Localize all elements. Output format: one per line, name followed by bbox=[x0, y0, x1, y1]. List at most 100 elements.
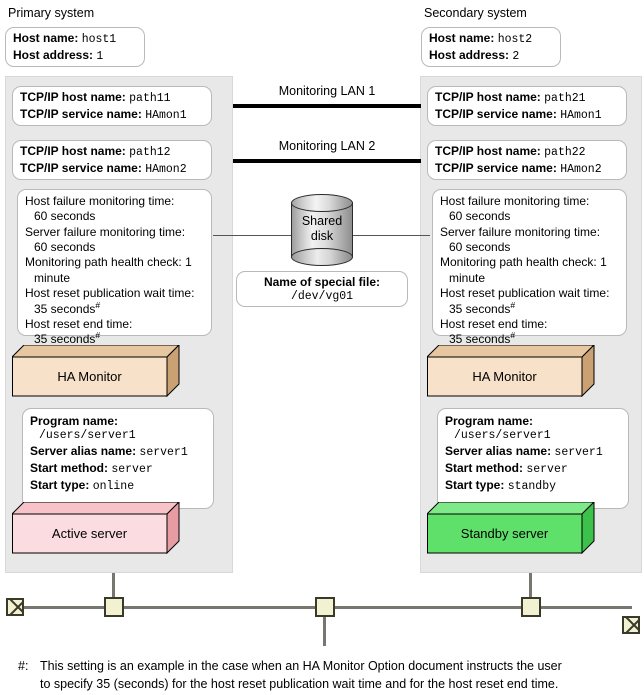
shared-disk-bottom bbox=[291, 248, 353, 266]
primary-monitor-line-4: 60 seconds bbox=[34, 240, 96, 255]
primary-server-block: Active server bbox=[12, 502, 180, 554]
primary-path2-box: TCP/IP host name: path12 TCP/IP service … bbox=[12, 140, 212, 180]
secondary-path2-service-value: HAmon2 bbox=[560, 162, 602, 176]
bus-tap-primary-icon bbox=[104, 597, 124, 617]
primary-path2-host-label: TCP/IP host name: bbox=[20, 144, 126, 158]
primary-alias-label: Server alias name: bbox=[30, 444, 137, 459]
secondary-monitor-line-8: 35 seconds bbox=[449, 301, 511, 316]
special-file-box: Name of special file: /dev/vg01 bbox=[236, 271, 408, 307]
secondary-ha-monitor-label: HA Monitor bbox=[472, 369, 537, 384]
monitoring-lan1-bar bbox=[233, 104, 421, 108]
secondary-start-method-value: server bbox=[526, 462, 568, 476]
primary-ha-monitor-3d-shape bbox=[12, 345, 180, 397]
primary-path2-service-value: HAmon2 bbox=[145, 162, 187, 176]
footnote-line-1: This setting is an example in the case w… bbox=[40, 659, 562, 673]
secondary-monitor-settings-box: Host failure monitoring time: 60 seconds… bbox=[432, 189, 627, 346]
secondary-monitor-line-1: Host failure monitoring time: bbox=[440, 194, 590, 208]
shared-disk-top bbox=[291, 194, 353, 212]
monitoring-lan2-label: Monitoring LAN 2 bbox=[278, 139, 376, 153]
special-file-value: /dev/vg01 bbox=[290, 290, 354, 304]
primary-monitor-line-2: 60 seconds bbox=[34, 209, 96, 224]
bus-tap-center-icon bbox=[315, 597, 335, 617]
secondary-path2-box: TCP/IP host name: path22 TCP/IP service … bbox=[427, 140, 627, 180]
shared-disk-line1: Shared bbox=[301, 214, 343, 228]
special-file-label: Name of special file: bbox=[263, 275, 381, 289]
secondary-host-address-value: 2 bbox=[512, 49, 520, 63]
primary-monitor-line-10: 35 seconds bbox=[34, 332, 96, 347]
primary-path1-host-label: TCP/IP host name: bbox=[20, 90, 126, 104]
primary-monitor-line-8: 35 seconds bbox=[34, 301, 96, 316]
secondary-host-info-box: Host name: host2 Host address: 2 bbox=[421, 27, 561, 67]
secondary-disk-connection-line bbox=[342, 235, 430, 236]
secondary-program-name-label: Program name: bbox=[445, 414, 534, 428]
primary-bus-drop-line bbox=[112, 573, 115, 608]
primary-start-type-label: Start type: bbox=[30, 477, 90, 492]
primary-monitor-line-7: Host reset publication wait time: bbox=[25, 286, 195, 301]
monitoring-lan1-label: Monitoring LAN 1 bbox=[278, 84, 376, 98]
secondary-monitor-line-10: 35 seconds bbox=[449, 332, 511, 347]
primary-program-name-label: Program name: bbox=[30, 414, 119, 428]
secondary-start-type-label: Start type: bbox=[445, 477, 505, 492]
secondary-host-name-value: host2 bbox=[497, 33, 533, 46]
primary-system-title: Primary system bbox=[8, 6, 95, 20]
secondary-bus-drop-line bbox=[529, 573, 532, 608]
footnote-marker-icon: # bbox=[510, 330, 516, 341]
secondary-start-type-value: standby bbox=[507, 479, 556, 493]
shared-disk-text: Shared disk bbox=[291, 214, 353, 244]
secondary-server-label: Standby server bbox=[460, 526, 549, 541]
footnote-marker-icon: # bbox=[95, 299, 101, 310]
monitoring-lan2-bar bbox=[233, 159, 421, 163]
shared-disk-cylinder: Shared disk bbox=[291, 194, 353, 266]
primary-host-name-label: Host name: bbox=[13, 31, 79, 45]
primary-path1-box: TCP/IP host name: path11 TCP/IP service … bbox=[12, 86, 212, 126]
secondary-path2-service-label: TCP/IP service name: bbox=[435, 160, 557, 175]
primary-monitor-line-6: minute bbox=[34, 270, 71, 285]
secondary-host-name-label: Host name: bbox=[429, 31, 495, 45]
shared-disk-line2: disk bbox=[310, 229, 334, 243]
primary-monitor-line-9: Host reset end time: bbox=[25, 316, 133, 331]
secondary-program-name-value: /users/server1 bbox=[454, 429, 551, 443]
standby-server-3d-shape bbox=[427, 502, 595, 554]
secondary-monitor-line-9: Host reset end time: bbox=[440, 316, 548, 331]
secondary-monitor-line-4: 60 seconds bbox=[449, 240, 511, 255]
bus-terminator-left-icon bbox=[6, 598, 24, 616]
primary-ha-monitor-label: HA Monitor bbox=[57, 369, 122, 384]
primary-path1-service-label: TCP/IP service name: bbox=[20, 106, 142, 121]
primary-ha-monitor-block: HA Monitor bbox=[12, 345, 180, 397]
secondary-system-title: Secondary system bbox=[424, 6, 527, 20]
bus-tap-secondary-icon bbox=[521, 597, 541, 617]
primary-alias-value: server1 bbox=[139, 446, 188, 460]
secondary-monitor-line-6: minute bbox=[449, 270, 486, 285]
secondary-program-box: Program name: /users/server1 Server alia… bbox=[437, 408, 629, 509]
footnote-marker: #: bbox=[18, 659, 29, 673]
secondary-path1-service-label: TCP/IP service name: bbox=[435, 106, 557, 121]
primary-path1-service-value: HAmon1 bbox=[145, 108, 187, 122]
secondary-monitor-line-2: 60 seconds bbox=[449, 209, 511, 224]
secondary-path1-host-value: path21 bbox=[544, 92, 586, 105]
secondary-host-address-label: Host address: bbox=[429, 47, 510, 62]
secondary-path2-host-value: path22 bbox=[544, 146, 586, 159]
center-bus-drop-line bbox=[323, 616, 326, 646]
secondary-alias-value: server1 bbox=[554, 446, 603, 460]
footnote: #: This setting is an example in the cas… bbox=[18, 657, 638, 693]
secondary-path1-service-value: HAmon1 bbox=[560, 108, 602, 122]
primary-path2-service-label: TCP/IP service name: bbox=[20, 160, 142, 175]
footnote-line-2: to specify 35 (seconds) for the host res… bbox=[40, 677, 559, 692]
primary-program-name-value: /users/server1 bbox=[39, 429, 136, 443]
secondary-monitor-line-5: Monitoring path health check: 1 bbox=[440, 255, 607, 270]
secondary-start-method-label: Start method: bbox=[445, 460, 523, 475]
secondary-path1-host-label: TCP/IP host name: bbox=[435, 90, 541, 104]
primary-host-info-box: Host name: host1 Host address: 1 bbox=[5, 27, 145, 67]
primary-monitor-line-5: Monitoring path health check: 1 bbox=[25, 255, 192, 270]
primary-program-box: Program name: /users/server1 Server alia… bbox=[22, 408, 214, 509]
footnote-marker-icon: # bbox=[95, 330, 101, 341]
footnote-marker-icon: # bbox=[510, 299, 516, 310]
bus-terminator-right-icon bbox=[622, 616, 640, 634]
secondary-monitor-line-3: Server failure monitoring time: bbox=[440, 224, 601, 239]
primary-start-method-value: server bbox=[111, 462, 153, 476]
secondary-monitor-line-7: Host reset publication wait time: bbox=[440, 286, 610, 301]
active-server-3d-shape bbox=[12, 502, 180, 554]
primary-host-name-value: host1 bbox=[81, 33, 117, 46]
primary-path2-host-value: path12 bbox=[129, 146, 171, 159]
secondary-server-block: Standby server bbox=[427, 502, 595, 554]
